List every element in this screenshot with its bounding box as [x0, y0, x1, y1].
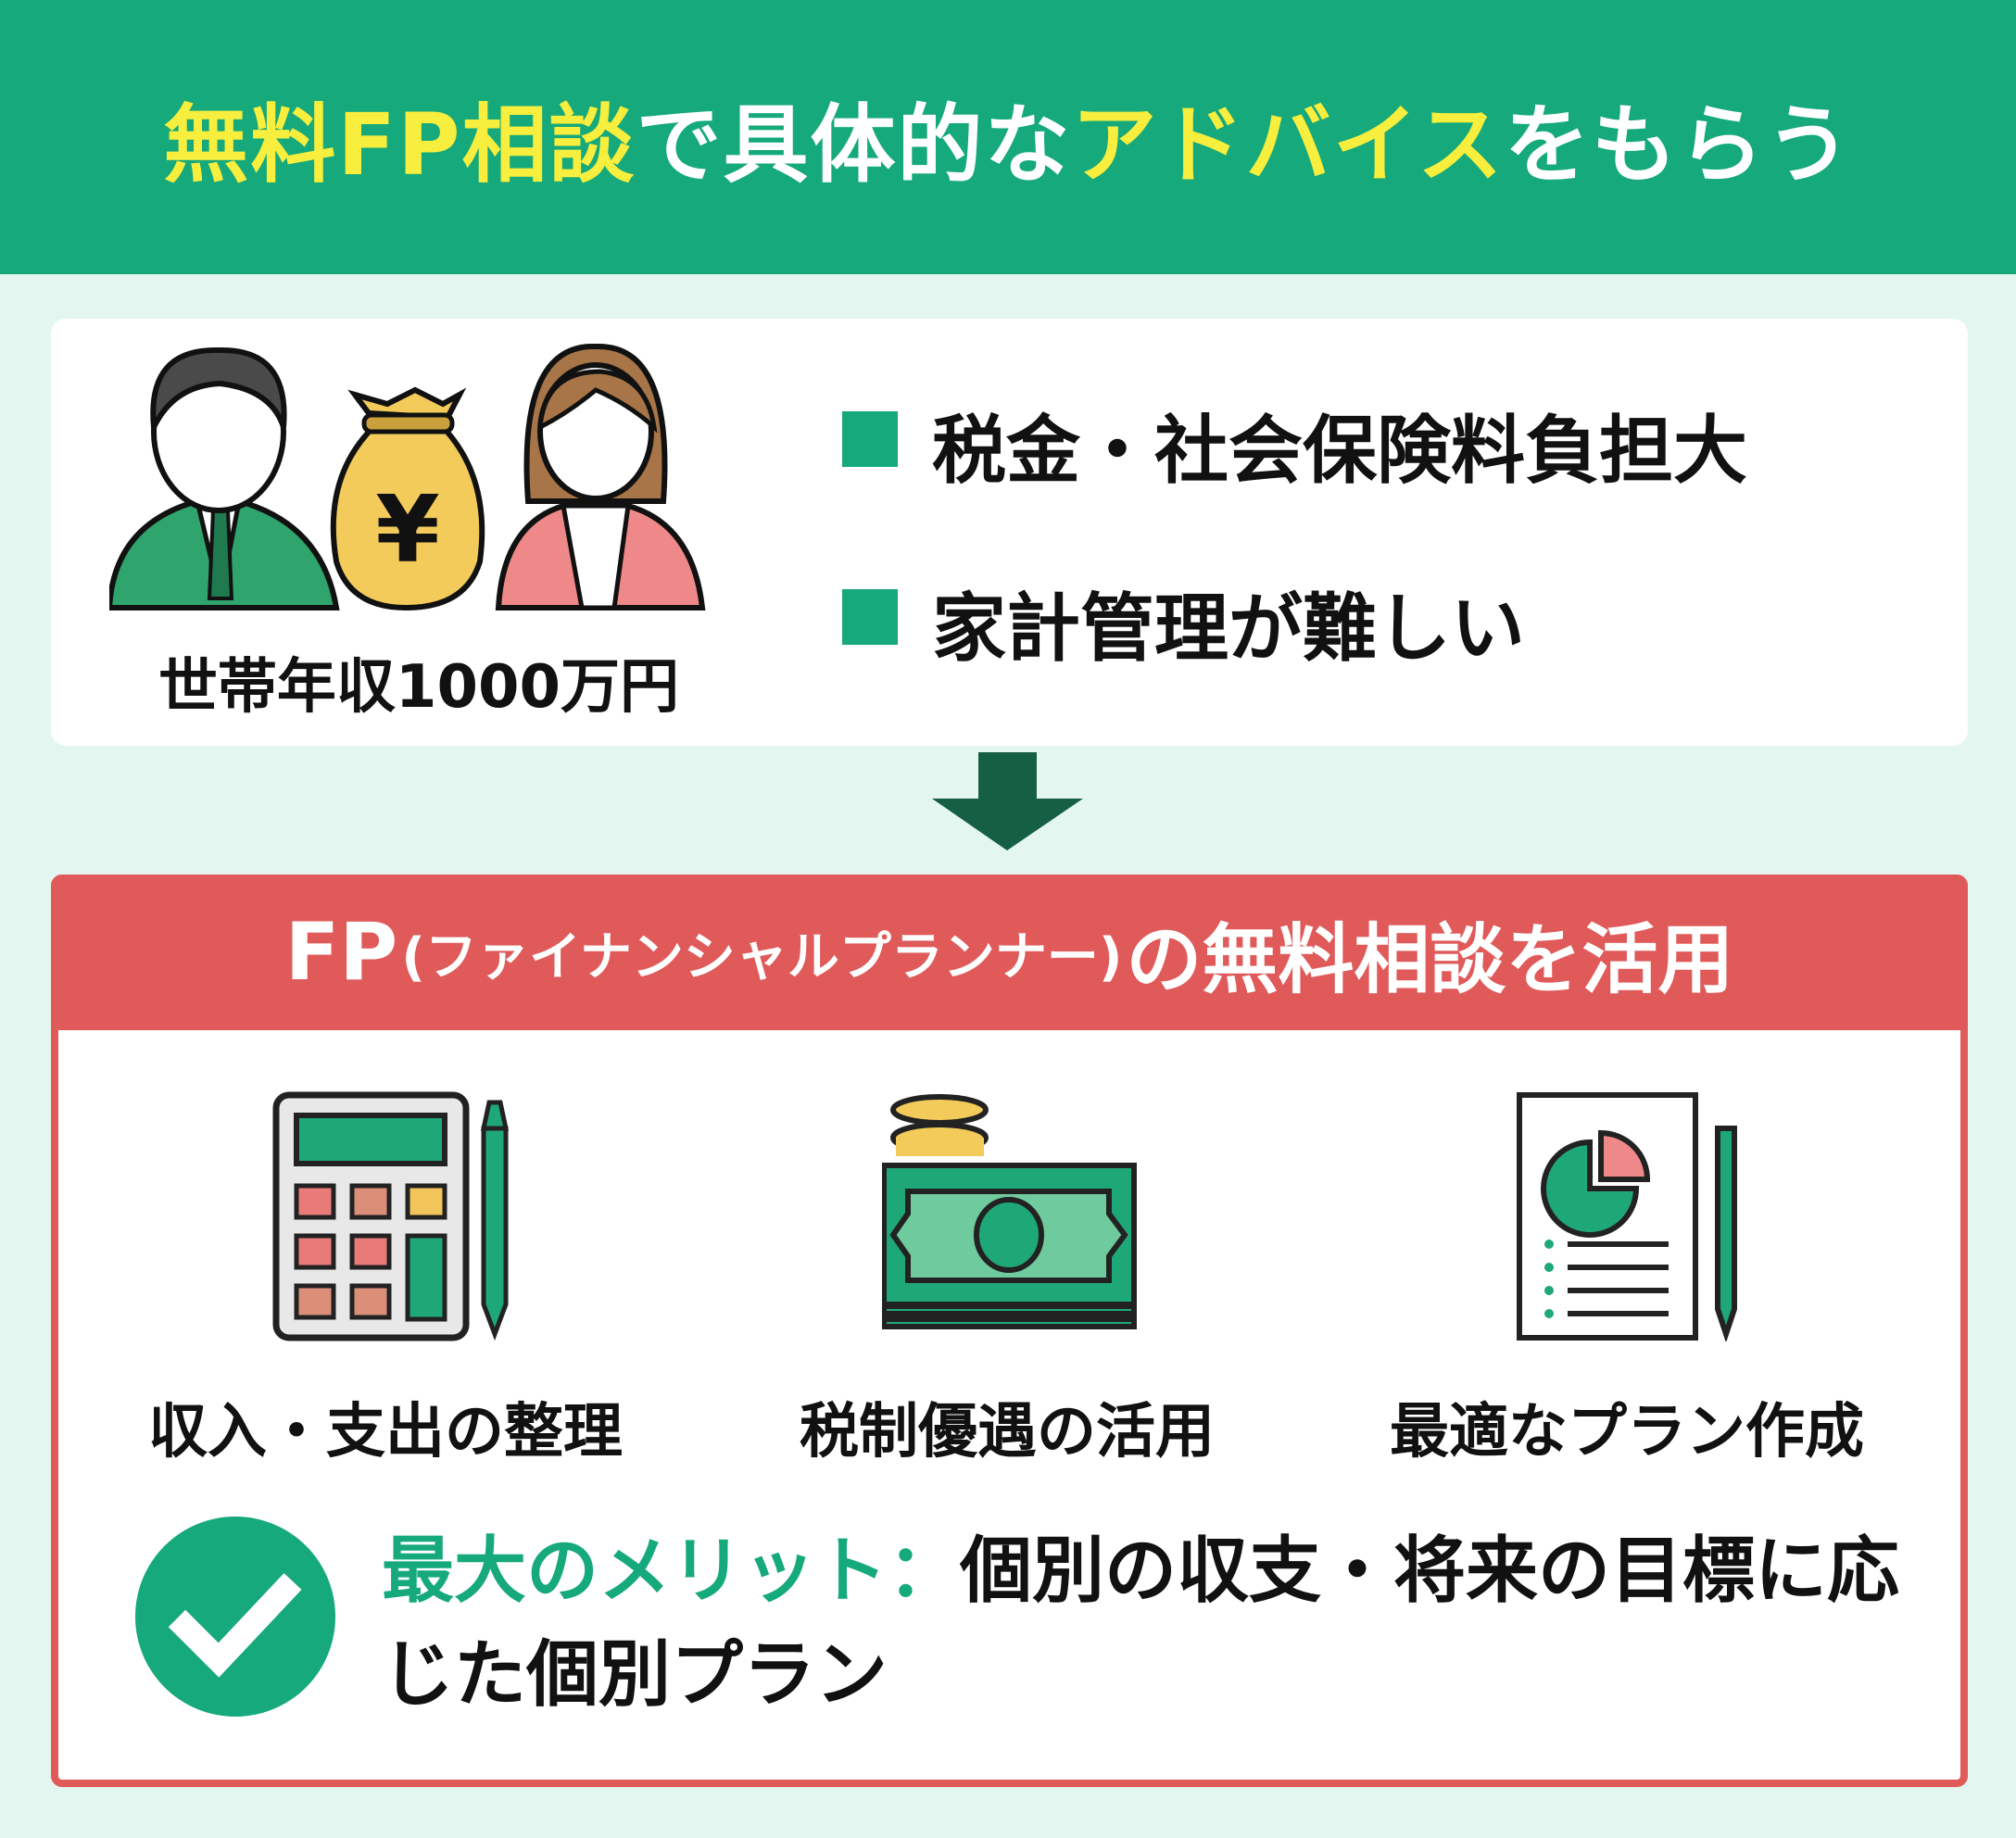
title-part: をもらう — [1504, 94, 1853, 195]
plan-document-icon — [1517, 1092, 1737, 1341]
problem-budget-management: 家計管理が難しい — [932, 585, 1525, 672]
calculator-icon — [272, 1091, 510, 1341]
solution-title-paren: (ファイナンシャルプランナー) — [401, 926, 1123, 988]
problem-tax-burden: 税金・社会保険料負担大 — [932, 408, 1747, 494]
merit-text: 最大のメリット：個別の収支・将来の目標に応じた個別プラン — [382, 1519, 1938, 1727]
down-arrow-icon — [932, 752, 1083, 850]
bullet-square-icon — [842, 589, 898, 645]
solution-title-rest: の無料相談を活用 — [1126, 915, 1734, 1004]
household-income-label: 世帯年収1000万円 — [158, 653, 680, 722]
benefit-label: 最適なプラン作成 — [1390, 1398, 1864, 1467]
couple-with-money-bag-icon: ¥ — [109, 343, 706, 611]
title-part: 無料FP相談 — [163, 94, 636, 195]
header-banner: 無料FP相談で具体的なアドバイスをもらう — [0, 0, 2016, 274]
merit-description: 個別の収支・将来の目標に応じた個別プラン — [382, 1530, 1900, 1717]
money-icon — [882, 1094, 1137, 1329]
page-title: 無料FP相談で具体的なアドバイスをもらう — [163, 76, 1853, 199]
check-circle-icon — [135, 1517, 335, 1717]
yen-symbol: ¥ — [375, 475, 440, 584]
merit-highlight: 最大のメリット： — [382, 1530, 961, 1613]
bullet-square-icon — [842, 411, 898, 467]
solution-title-main: FP — [284, 906, 398, 999]
solution-title: FP(ファイナンシャルプランナー)の無料相談を活用 — [51, 875, 1968, 1030]
title-part: で具体的な — [636, 94, 1072, 195]
benefit-label: 収入・支出の整理 — [148, 1398, 623, 1467]
benefit-label: 税制優遇の活用 — [800, 1398, 1215, 1467]
title-part: アドバイス — [1071, 94, 1505, 195]
